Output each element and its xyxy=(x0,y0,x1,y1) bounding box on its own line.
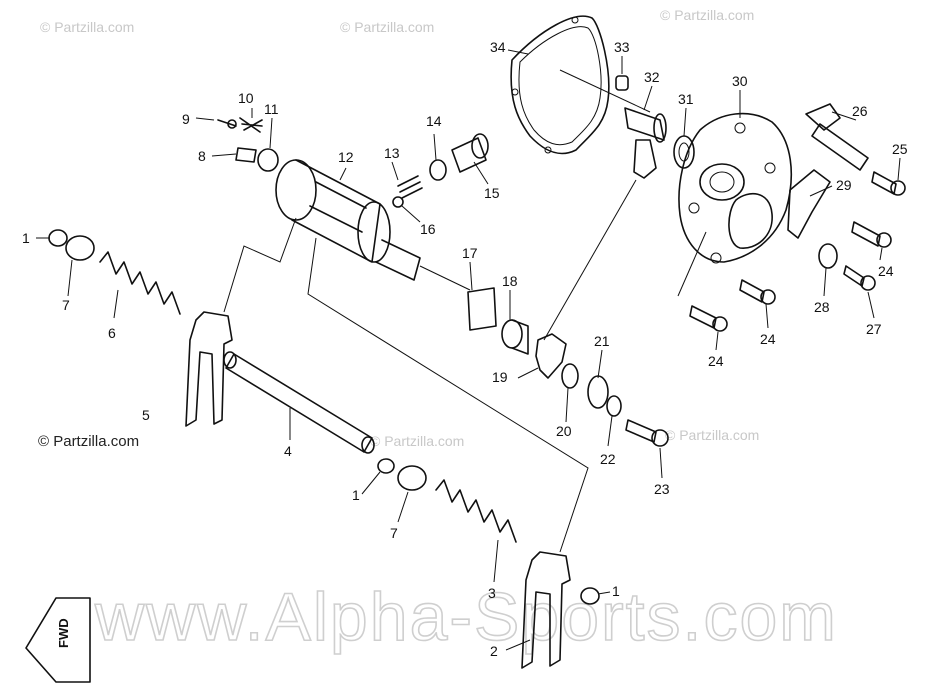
washer-14 xyxy=(429,159,447,181)
callout-14: 14 xyxy=(426,113,442,129)
shaft-4 xyxy=(223,351,375,454)
watermark-mid-left: © Partzilla.com xyxy=(38,433,139,450)
watermark-top-left: © Partzilla.com xyxy=(40,19,134,35)
callout-19: 19 xyxy=(492,369,508,385)
callout-7-b: 7 xyxy=(390,525,398,541)
callout-9: 9 xyxy=(182,111,190,127)
cover-30 xyxy=(678,112,792,264)
callout-27: 27 xyxy=(866,321,882,337)
clip-1-b xyxy=(377,458,395,474)
bolt-24-c xyxy=(689,305,728,332)
ball-16 xyxy=(392,196,404,208)
callout-1-c: 1 xyxy=(612,583,620,599)
callout-labels: 1 7 6 5 9 10 11 8 12 13 14 15 16 34 33 3… xyxy=(22,39,908,659)
collar-18 xyxy=(501,319,529,355)
callout-10: 10 xyxy=(238,90,254,106)
callout-6: 6 xyxy=(108,325,116,341)
bolt-25 xyxy=(871,171,906,196)
callout-24-a: 24 xyxy=(878,263,894,279)
callout-13: 13 xyxy=(384,145,400,161)
spring-10 xyxy=(239,117,263,133)
callout-33: 33 xyxy=(614,39,630,55)
dowel-33 xyxy=(615,75,629,91)
callout-18: 18 xyxy=(502,273,518,289)
callout-32: 32 xyxy=(644,69,660,85)
fwd-arrow-icon: FWD xyxy=(25,597,91,683)
watermark-top-center: © Partzilla.com xyxy=(340,19,434,35)
callout-26: 26 xyxy=(852,103,868,119)
callout-17: 17 xyxy=(462,245,478,261)
pin-9 xyxy=(217,119,237,129)
spring-3 xyxy=(435,479,517,543)
fork-5 xyxy=(185,311,233,427)
spring-21 xyxy=(587,375,609,409)
collar-7-a xyxy=(65,235,95,261)
callout-2: 2 xyxy=(490,643,498,659)
gasket-34 xyxy=(510,15,610,155)
fwd-label: FWD xyxy=(56,618,71,648)
fork-2 xyxy=(521,551,571,669)
callout-16: 16 xyxy=(420,221,436,237)
plate-17 xyxy=(467,287,497,331)
callout-leaders xyxy=(36,49,901,651)
plate-29 xyxy=(787,169,831,239)
pin-8 xyxy=(235,147,257,163)
callout-28: 28 xyxy=(814,299,830,315)
callout-8: 8 xyxy=(198,148,206,164)
shaft-gear-32 xyxy=(624,107,667,179)
shift-drum-12 xyxy=(275,159,421,281)
callout-12: 12 xyxy=(338,149,354,165)
clip-1-c xyxy=(580,587,600,605)
spring-6 xyxy=(99,251,181,315)
callout-4: 4 xyxy=(284,443,292,459)
collar-7-b xyxy=(397,465,427,491)
callout-24-c: 24 xyxy=(708,353,724,369)
callout-11: 11 xyxy=(264,101,279,117)
callout-21: 21 xyxy=(594,333,610,349)
watermark-top-right: © Partzilla.com xyxy=(660,7,754,23)
watermark-mid-center: © Partzilla.com xyxy=(370,433,464,449)
arm-26 xyxy=(805,103,869,171)
spring-13 xyxy=(397,175,423,199)
washer-11 xyxy=(257,148,279,172)
washer-22 xyxy=(606,395,622,417)
washer-20 xyxy=(561,363,579,389)
callout-31: 31 xyxy=(678,91,694,107)
callout-23: 23 xyxy=(654,481,670,497)
gear-19 xyxy=(535,333,567,379)
bushing-15 xyxy=(451,133,489,173)
watermark-mid-right: © Partzilla.com xyxy=(665,427,759,443)
bolt-23 xyxy=(625,419,669,447)
callout-29: 29 xyxy=(836,177,852,193)
callout-7-a: 7 xyxy=(62,297,70,313)
bolt-27 xyxy=(843,265,876,291)
callout-34: 34 xyxy=(490,39,506,55)
watermark-alpha-sports: www.Alpha-Sports.com xyxy=(94,579,838,655)
clip-1-a xyxy=(48,229,68,247)
bolt-24-a xyxy=(851,221,892,248)
bolt-24-b xyxy=(739,279,776,305)
callout-22: 22 xyxy=(600,451,616,467)
callout-15: 15 xyxy=(484,185,500,201)
callout-1-a: 1 xyxy=(22,230,30,246)
callout-30: 30 xyxy=(732,73,748,89)
washer-28 xyxy=(818,243,838,269)
callout-25: 25 xyxy=(892,141,908,157)
callout-3: 3 xyxy=(488,585,496,601)
callout-5: 5 xyxy=(142,407,150,423)
callout-24-b: 24 xyxy=(760,331,776,347)
callout-20: 20 xyxy=(556,423,572,439)
callout-1-b: 1 xyxy=(352,487,360,503)
